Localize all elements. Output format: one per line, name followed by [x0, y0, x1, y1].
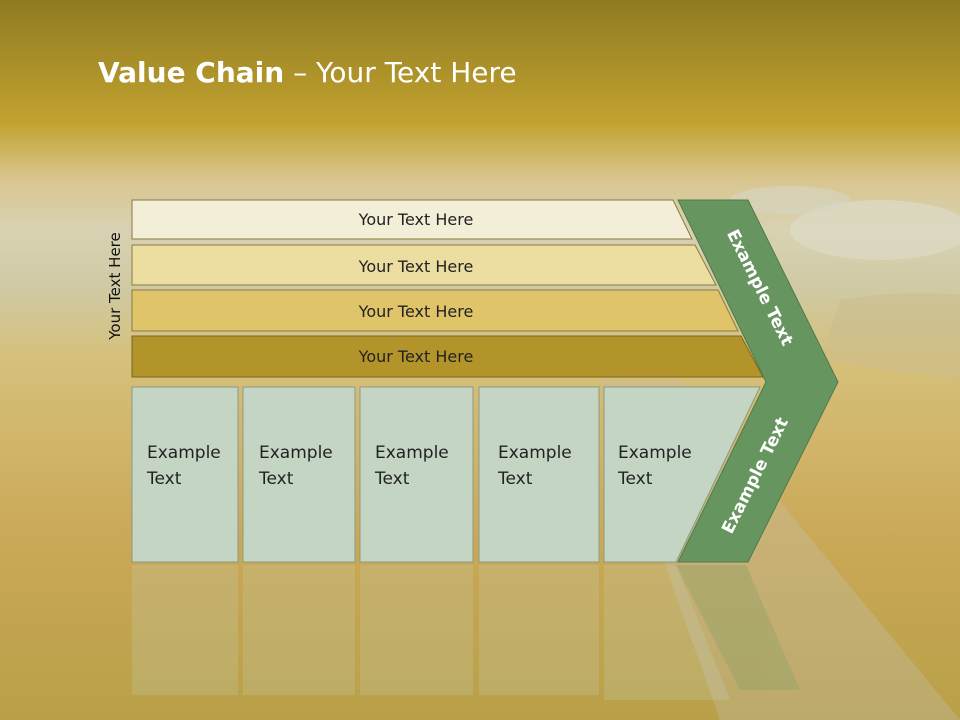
activity-box-1-line1: Example	[147, 443, 221, 463]
reflection	[132, 565, 800, 700]
title-rest: – Your Text Here	[284, 56, 517, 89]
activity-box-4[interactable]	[478, 386, 600, 563]
page-title: Value Chain – Your Text Here	[98, 56, 517, 89]
row-2[interactable]	[131, 244, 717, 286]
row-2-label: Your Text Here	[358, 257, 474, 276]
activity-box-2[interactable]	[242, 386, 356, 563]
activity-box-5-label: Example Text	[618, 440, 708, 492]
activity-box-3-line1: Example	[375, 443, 449, 463]
row-4[interactable]	[131, 335, 764, 378]
title-bold: Value Chain	[98, 56, 285, 89]
activity-box-5-line2: Text	[618, 469, 653, 489]
activity-box-2-line1: Example	[259, 443, 333, 463]
activity-box-3-line2: Text	[375, 469, 410, 489]
activity-box-1[interactable]	[131, 386, 239, 563]
activity-box-5-line1: Example	[618, 443, 692, 463]
activity-box-5[interactable]	[603, 386, 761, 563]
activity-box-3-label: Example Text	[375, 440, 465, 492]
activity-box-4-line1: Example	[498, 443, 572, 463]
activity-box-2-label: Example Text	[259, 440, 349, 492]
activity-box-4-line2: Text	[498, 469, 533, 489]
activity-box-4-label: Example Text	[498, 440, 588, 492]
activity-box-1-label: Example Text	[147, 440, 237, 492]
row-1-label: Your Text Here	[358, 210, 474, 229]
row-3-label: Your Text Here	[358, 302, 474, 321]
row-1[interactable]	[131, 199, 693, 240]
activity-box-1-line2: Text	[147, 469, 182, 489]
activity-box-3[interactable]	[359, 386, 474, 563]
row-4-label: Your Text Here	[358, 347, 474, 366]
margin-chevron[interactable]	[677, 199, 839, 563]
row-3[interactable]	[131, 289, 739, 332]
activity-box-2-line2: Text	[259, 469, 294, 489]
